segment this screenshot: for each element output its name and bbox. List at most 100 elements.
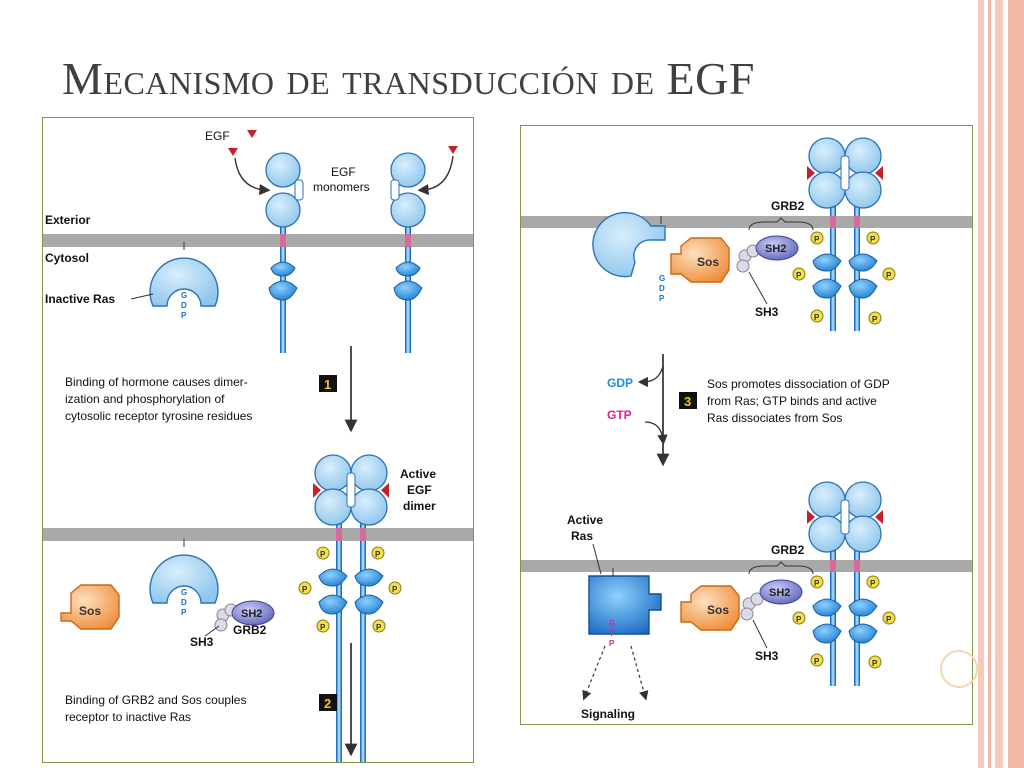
svg-text:P: P xyxy=(375,550,381,559)
membrane-top xyxy=(43,234,473,247)
svg-text:P: P xyxy=(870,235,876,244)
sh3-label: SH3 xyxy=(755,305,779,319)
gdp-letter: D xyxy=(181,598,187,607)
phosphate-group: P xyxy=(298,581,312,595)
sos-protein: Sos xyxy=(680,585,740,631)
sh3-pointer xyxy=(748,271,768,305)
active-dimer-label: dimer xyxy=(403,499,436,513)
svg-text:P: P xyxy=(872,659,878,668)
svg-text:P: P xyxy=(320,550,326,559)
svg-text:P: P xyxy=(302,585,308,594)
egf-monomers-label: monomers xyxy=(313,180,370,194)
phosphate-group: P xyxy=(810,231,824,245)
gtp-in-arrow xyxy=(644,421,668,446)
grb2-label: GRB2 xyxy=(771,543,805,557)
diagram-left-svg: EGF EGF monomers Exterior Cytosol G D P xyxy=(43,129,473,762)
active-dimer-label: Active xyxy=(400,467,436,481)
gdp-letter: G xyxy=(181,291,187,300)
phosphate-group: P xyxy=(882,611,896,625)
inactive-ras: G D P xyxy=(149,539,219,617)
active-egf-dimer xyxy=(807,481,883,686)
grb2-label: GRB2 xyxy=(233,623,267,637)
phosphate-group: P xyxy=(868,311,882,325)
phosphate-group: P xyxy=(882,267,896,281)
phosphate-group: P xyxy=(316,546,330,560)
gdp-letter: P xyxy=(181,608,187,617)
gtp-letter: G xyxy=(609,619,615,628)
egf-ligand-icon xyxy=(247,130,257,138)
decorative-circle xyxy=(940,650,978,688)
gdp-letter: D xyxy=(659,284,665,293)
gtp-label: GTP xyxy=(607,408,632,422)
phosphate-group: P xyxy=(810,309,824,323)
phosphate-group: P xyxy=(810,653,824,667)
gtp-letter: P xyxy=(609,639,615,648)
phosphate-group: P xyxy=(316,619,330,633)
gdp-letter: P xyxy=(181,311,187,320)
svg-text:Sos: Sos xyxy=(79,604,101,618)
egf-receptor-monomer xyxy=(390,152,426,353)
step3-number: 3 xyxy=(684,394,691,409)
decorative-stripe xyxy=(1008,0,1024,768)
grb2-label: GRB2 xyxy=(771,199,805,213)
egf-ligand-icon xyxy=(228,148,238,156)
gdp-letter: P xyxy=(659,294,665,303)
step2-text: receptor to inactive Ras xyxy=(65,710,191,724)
grb2-bracket xyxy=(748,561,814,575)
membrane-bottom xyxy=(43,528,473,541)
gdp-letter: D xyxy=(181,301,187,310)
svg-text:P: P xyxy=(814,235,820,244)
svg-text:P: P xyxy=(814,657,820,666)
sh3-pointer xyxy=(204,625,220,637)
inactive-ras-pointer xyxy=(130,293,154,300)
active-ras-pointer xyxy=(592,543,602,575)
phosphate-group: P xyxy=(868,655,882,669)
svg-text:P: P xyxy=(886,615,892,624)
decorative-stripe xyxy=(988,0,991,768)
sh3-label: SH3 xyxy=(190,635,214,649)
step1-text: Binding of hormone causes dimer- xyxy=(65,375,248,389)
step2-number: 2 xyxy=(324,696,331,711)
step3-badge xyxy=(679,392,697,409)
svg-text:SH2: SH2 xyxy=(769,587,790,599)
cytosol-label: Cytosol xyxy=(45,251,89,265)
phosphate-group: P xyxy=(792,267,806,281)
svg-text:P: P xyxy=(392,585,398,594)
membrane-bottom xyxy=(521,560,972,572)
phosphate-group: P xyxy=(372,619,386,633)
sh3-label: SH3 xyxy=(755,649,779,663)
grb2-bracket xyxy=(748,217,814,231)
grb2-adaptor: SH2 xyxy=(740,579,803,621)
signaling-arrow xyxy=(630,645,649,701)
step3-text: from Ras; GTP binds and active xyxy=(707,394,877,408)
phosphate-group: P xyxy=(792,611,806,625)
svg-text:Sos: Sos xyxy=(697,255,719,269)
egf-arrow xyxy=(417,155,454,196)
active-ras-label: Active xyxy=(567,513,603,527)
svg-text:P: P xyxy=(814,313,820,322)
gdp-letter: G xyxy=(659,274,665,283)
active-ras-label: Ras xyxy=(571,529,593,543)
diagram-panel-right: GRB2 G D P Sos SH2 SH3 P P P P P P GDP G… xyxy=(520,125,973,725)
gdp-out-arrow xyxy=(637,365,664,388)
egf-arrow xyxy=(234,157,271,196)
step2-badge xyxy=(319,694,337,711)
grb2-adaptor: SH2 xyxy=(214,600,275,632)
step3-text: Ras dissociates from Sos xyxy=(707,411,842,425)
svg-text:Sos: Sos xyxy=(707,603,729,617)
active-dimer-label: EGF xyxy=(407,483,432,497)
grb2-adaptor: SH2 xyxy=(736,235,799,273)
membrane-top xyxy=(521,216,972,228)
gdp-label: GDP xyxy=(607,376,633,390)
sos-protein: Sos xyxy=(670,237,730,283)
egf-ligand-icon xyxy=(448,146,458,154)
active-ras: G T P xyxy=(588,568,662,648)
signaling-label: Signaling xyxy=(581,707,635,721)
inactive-ras: G D P xyxy=(592,211,666,303)
step1-text: ization and phosphorylation of xyxy=(65,392,225,406)
step3-text: Sos promotes dissociation of GDP xyxy=(707,377,890,391)
gtp-letter: T xyxy=(609,629,614,638)
inactive-ras: G D P xyxy=(149,242,219,320)
decorative-stripe xyxy=(995,0,1003,768)
svg-text:P: P xyxy=(814,579,820,588)
